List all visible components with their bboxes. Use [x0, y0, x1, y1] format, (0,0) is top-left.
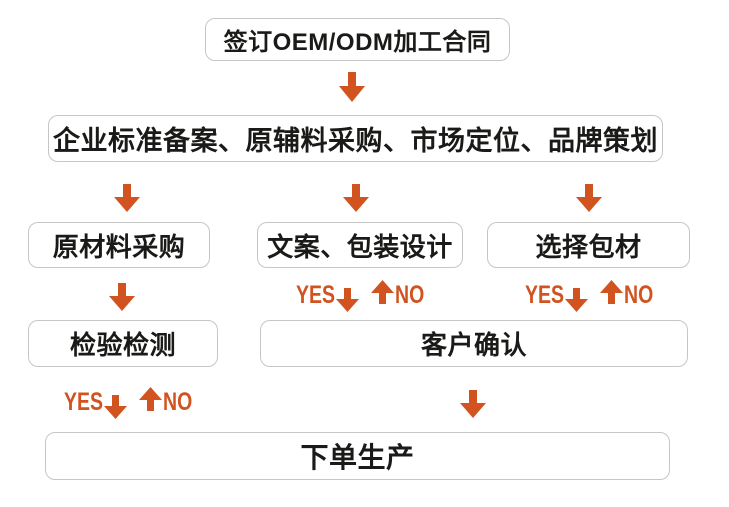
node-customer-confirm: 客户确认 — [260, 320, 688, 367]
no-label: NO — [395, 281, 425, 309]
down-arrow-icon — [109, 283, 135, 311]
yes-label: YES — [64, 388, 104, 416]
down-arrow-icon — [114, 184, 140, 212]
down-arrow-icon — [460, 390, 486, 418]
up-arrow-icon — [139, 387, 163, 411]
node-prep-steps: 企业标准备案、原辅料采购、市场定位、品牌策划 — [48, 115, 663, 162]
yes-no-connector-inspection: YES NO — [53, 387, 201, 419]
yes-label: YES — [525, 281, 565, 309]
node-select-packaging: 选择包材 — [487, 222, 690, 268]
down-arrow-icon — [576, 184, 602, 212]
node-place-order: 下单生产 — [45, 432, 670, 480]
node-copy-packaging-design: 文案、包装设计 — [257, 222, 463, 268]
down-arrow-icon — [565, 288, 589, 312]
yes-no-connector-packaging: YES NO — [514, 280, 662, 312]
yes-no-connector-design: YES NO — [285, 280, 433, 312]
down-arrow-icon — [336, 288, 360, 312]
node-sign-contract: 签订OEM/ODM加工合同 — [205, 18, 510, 61]
no-label: NO — [163, 388, 193, 416]
up-arrow-icon — [371, 280, 395, 304]
yes-label: YES — [296, 281, 336, 309]
down-arrow-icon — [104, 395, 128, 419]
up-arrow-icon — [600, 280, 624, 304]
down-arrow-icon — [339, 72, 365, 102]
node-raw-material: 原材料采购 — [28, 222, 210, 268]
node-inspection: 检验检测 — [28, 320, 218, 367]
down-arrow-icon — [343, 184, 369, 212]
no-label: NO — [624, 281, 654, 309]
